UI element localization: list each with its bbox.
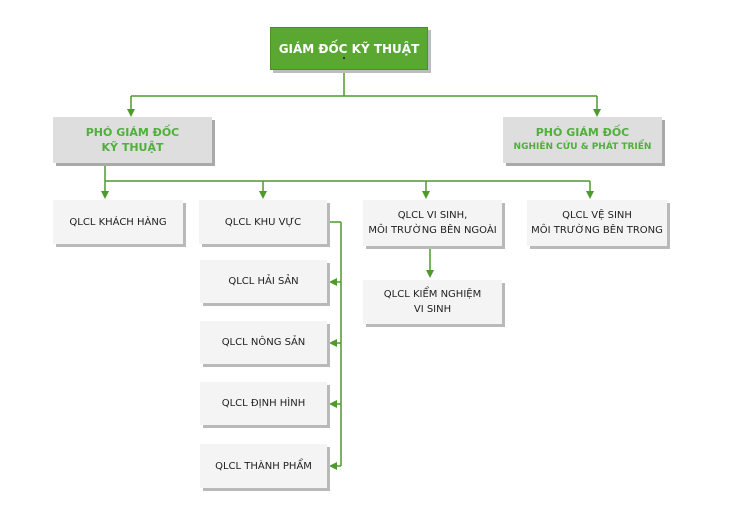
unit-ve-sinh-line1: QLCL VỆ SINH — [562, 210, 632, 221]
unit-dinh-hinh-label: QLCL ĐỊNH HÌNH — [221, 398, 306, 409]
unit-kiem-nghiem-box: QLCL KIỂM NGHIỆM VI SINH — [363, 280, 502, 324]
deputy-technical-line2: KỸ THUẬT — [101, 141, 164, 154]
deputy-rd-line2: NGHIÊN CỨU & PHÁT TRIỂN — [513, 142, 652, 152]
unit-kiem-nghiem-line2: VI SINH — [413, 304, 452, 315]
unit-ve-sinh-box: QLCL VỆ SINH MÔI TRƯỜNG BÊN TRONG — [527, 200, 667, 246]
unit-vi-sinh-line1: QLCL VI SINH, — [397, 210, 468, 221]
unit-thanh-pham-box: QLCL THÀNH PHẨM — [200, 444, 327, 488]
unit-kiem-nghiem-line1: QLCL KIỂM NGHIỆM — [383, 289, 482, 300]
director-label: GIÁM ĐỐC KỸ THUẬT — [278, 41, 420, 56]
unit-dinh-hinh-box: QLCL ĐỊNH HÌNH — [200, 382, 327, 425]
deputy-technical-box: PHÓ GIÁM ĐỐC KỸ THUẬT — [53, 117, 212, 163]
unit-khu-vuc-label: QLCL KHU VỰC — [224, 216, 302, 228]
unit-khach-hang-box: QLCL KHÁCH HÀNG — [53, 200, 183, 244]
unit-vi-sinh-line2: MÔI TRƯỜNG BÊN NGOÀI — [368, 225, 497, 236]
director-box: GIÁM ĐỐC KỸ THUẬT — [270, 27, 428, 70]
unit-khu-vuc-box: QLCL KHU VỰC — [199, 200, 327, 244]
deputy-rd-line1: PHÓ GIÁM ĐỐC — [535, 126, 630, 139]
unit-nong-san-label: QLCL NÔNG SẢN — [221, 337, 306, 348]
unit-hai-san-box: QLCL HẢI SẢN — [200, 260, 327, 303]
unit-thanh-pham-label: QLCL THÀNH PHẨM — [215, 460, 312, 472]
unit-vi-sinh-box: QLCL VI SINH, MÔI TRƯỜNG BÊN NGOÀI — [363, 200, 502, 246]
dot-mark — [343, 57, 345, 59]
unit-khach-hang-label: QLCL KHÁCH HÀNG — [69, 216, 167, 228]
unit-hai-san-label: QLCL HẢI SẢN — [228, 276, 299, 287]
deputy-technical-line1: PHÓ GIÁM ĐỐC — [85, 126, 180, 139]
deputy-rd-box: PHÓ GIÁM ĐỐC NGHIÊN CỨU & PHÁT TRIỂN — [503, 117, 662, 163]
unit-nong-san-box: QLCL NÔNG SẢN — [200, 321, 327, 364]
unit-ve-sinh-line2: MÔI TRƯỜNG BÊN TRONG — [531, 225, 663, 236]
